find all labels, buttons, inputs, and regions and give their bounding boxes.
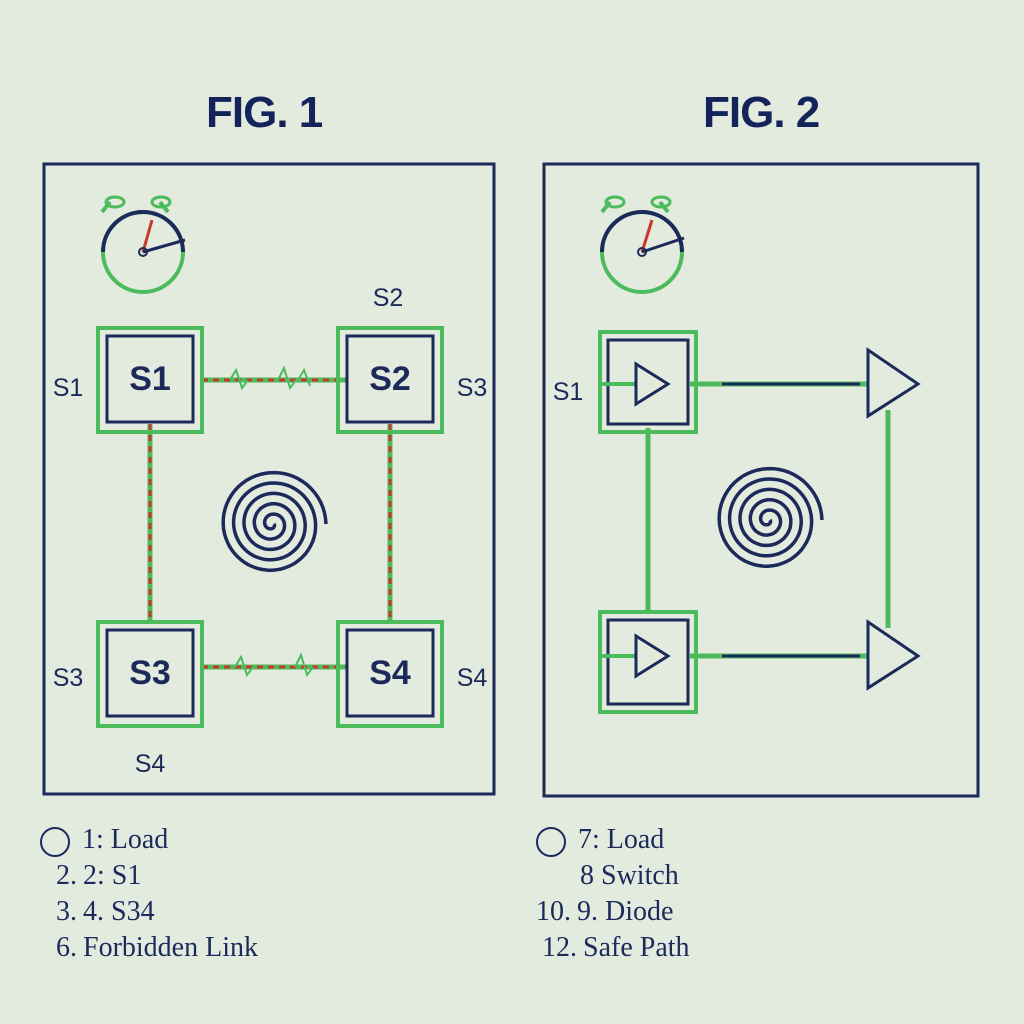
- circle-icon: [536, 826, 566, 857]
- label-left-lower: S3: [53, 664, 84, 692]
- legend-text: Safe Path: [583, 932, 690, 963]
- clock-icon: [600, 195, 685, 294]
- fig1-title: FIG. 1: [206, 88, 323, 137]
- diode-icon: [634, 633, 671, 679]
- diode-box-upper: [598, 330, 698, 434]
- box-label-s2: S2: [369, 360, 411, 398]
- legend-text: 1: Load: [82, 824, 169, 855]
- legend-item: 3.4. S34: [40, 894, 258, 930]
- legend-text: 8 Switch: [580, 860, 679, 891]
- legend-text: 9. Diode: [577, 896, 674, 927]
- diode-box-lower: [598, 610, 698, 714]
- legend-num: 10.: [536, 896, 571, 927]
- legend-item: 2.2: S1: [40, 858, 258, 894]
- switch-box-s1: S1: [96, 326, 204, 434]
- legend-num: 12.: [542, 932, 577, 963]
- spiral-icon: [221, 470, 328, 572]
- legend-fig1: 1: Load 2.2: S1 3.4. S34 6.Forbidden Lin…: [40, 822, 258, 966]
- fig2-panel: S1: [542, 162, 980, 798]
- forbidden-link-top: [202, 365, 346, 391]
- legend-item: 6.Forbidden Link: [40, 930, 258, 966]
- clock-icon: [100, 195, 186, 294]
- switch-box-s3: S3: [96, 620, 204, 728]
- legend-text: 7: Load: [578, 824, 665, 855]
- fig1-panel: S1 S2 S3 S4 S2 S1 S3 S3 S4 S4: [42, 162, 496, 796]
- label-top-s2: S2: [373, 284, 404, 312]
- box-label-s4: S4: [369, 654, 411, 692]
- legend-text: 4. S34: [83, 896, 155, 927]
- label-bottom: S4: [135, 750, 166, 778]
- circle-icon: [40, 826, 70, 857]
- forbidden-link-bottom: [202, 652, 346, 678]
- box-label-s1: S1: [129, 360, 171, 398]
- legend-fig2: 7: Load 8 Switch 10.9. Diode 12.Safe Pat…: [536, 822, 690, 966]
- fig2-title: FIG. 2: [703, 88, 820, 137]
- diode-icon: [634, 361, 671, 407]
- spiral-icon: [717, 466, 824, 568]
- diode-icon: [866, 619, 921, 691]
- legend-num: 3.: [56, 896, 77, 927]
- legend-item: 7: Load: [536, 822, 690, 858]
- label-left-upper: S1: [553, 378, 584, 406]
- legend-text: Forbidden Link: [83, 932, 258, 963]
- legend-text: 2: S1: [83, 860, 142, 891]
- legend-num: 2.: [56, 860, 77, 891]
- label-left-upper: S1: [53, 374, 84, 402]
- legend-item: 10.9. Diode: [536, 894, 690, 930]
- legend-item: 1: Load: [40, 822, 258, 858]
- label-right-lower: S4: [457, 664, 488, 692]
- label-right-upper: S3: [457, 374, 488, 402]
- box-label-s3: S3: [129, 654, 171, 692]
- legend-item: 8 Switch: [536, 858, 690, 894]
- legend-num: 6.: [56, 932, 77, 963]
- diode-icon: [866, 347, 921, 419]
- switch-box-s2: S2: [336, 326, 444, 434]
- switch-box-s4: S4: [336, 620, 444, 728]
- legend-item: 12.Safe Path: [536, 930, 690, 966]
